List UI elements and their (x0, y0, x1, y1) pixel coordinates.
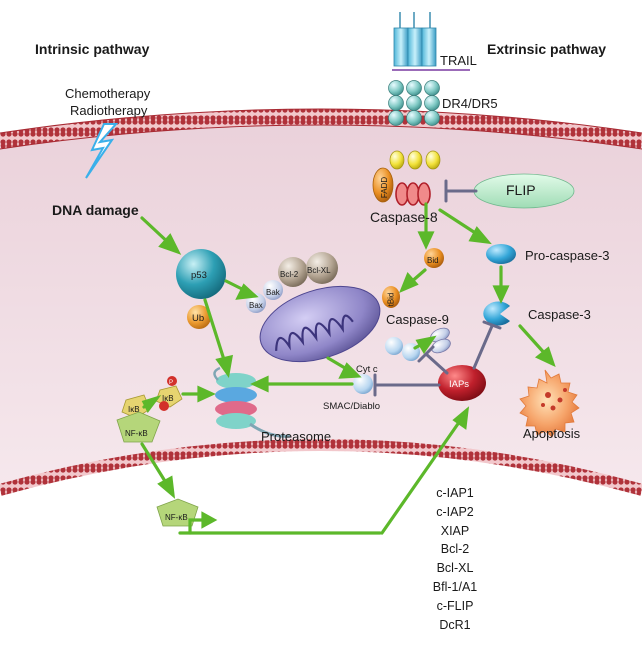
plasma-membrane (0, 109, 642, 149)
phospho-group (159, 401, 169, 411)
cyt-c-label: Cyt c (356, 364, 378, 375)
nucleus (0, 445, 642, 655)
phospho-label: P (169, 380, 174, 386)
apoptotic-cell (519, 369, 580, 438)
dna-damage-label: DNA damage (52, 202, 139, 218)
bid-label: Bid (427, 256, 439, 265)
pro-caspase-3-label: Pro-caspase-3 (525, 248, 610, 263)
extrinsic-pathway-label: Extrinsic pathway (487, 41, 607, 57)
target-gene: Bcl-2 (440, 542, 470, 557)
smac-diablo-label: SMAC/Diablo (323, 401, 381, 412)
target-gene: Bcl-XL (436, 561, 474, 576)
proteasome-label: Proteasome (261, 429, 332, 444)
radiation-lightning-icon (85, 123, 119, 179)
bid-protein (424, 248, 444, 268)
phospho-group (167, 376, 177, 386)
nfkb-label: NF-κB (125, 429, 148, 438)
bcl-xl-label: Bcl-XL (307, 266, 331, 275)
target-gene: c-IAP1 (436, 486, 474, 500)
tbid-protein (382, 286, 400, 308)
tbid-label: tBid (386, 292, 396, 307)
plasma-membrane-inner-line (0, 124, 642, 150)
target-gene: c-IAP2 (436, 504, 474, 519)
caspase-8-label: Caspase-8 (370, 209, 438, 225)
fadd-label: FADD (380, 176, 390, 199)
iaps-label: IAPs (449, 379, 470, 390)
bcl-xl-protein (306, 252, 338, 284)
chemotherapy-label: Chemotherapy (65, 86, 151, 101)
pro-caspase-3 (486, 244, 516, 264)
caspase-9-complex (430, 327, 451, 354)
dr4-dr5-label: DR4/DR5 (442, 96, 498, 111)
trail-ligand (392, 12, 470, 71)
plasma-membrane-outer-line (0, 108, 642, 134)
bcl-2-protein (278, 257, 308, 287)
nfkb-nuclear (156, 498, 199, 527)
ubiquitin (187, 305, 211, 329)
ikb-label: IκB (128, 405, 140, 414)
apoptosis-label: Apoptosis (523, 426, 581, 441)
nuclear-membrane (0, 439, 642, 496)
nfkb-protein (116, 411, 161, 443)
smac-diablo (353, 374, 373, 394)
iaps-protein (438, 365, 486, 401)
fadd-protein (372, 167, 394, 203)
mitochondrion (259, 285, 381, 363)
bak-protein (263, 280, 283, 300)
flip-label: FLIP (506, 182, 536, 198)
trail-label: TRAIL (440, 53, 477, 68)
inhibition-arrows (373, 179, 502, 397)
intrinsic-pathway-label: Intrinsic pathway (35, 41, 150, 57)
caspase-9-label: Caspase-9 (386, 312, 449, 327)
radiotherapy-label: Radiotherapy (70, 103, 148, 118)
death-domains (389, 150, 441, 170)
target-gene: DcR1 (439, 617, 471, 632)
p53-protein (176, 249, 226, 299)
caspase-3-label: Caspase-3 (528, 307, 591, 322)
target-gene: XIAP (440, 523, 470, 538)
target-gene: c-FLIP (436, 598, 474, 613)
caspase-8-cluster (395, 182, 431, 206)
caspase-3 (483, 301, 510, 326)
ikb-phospho-label: IκB (162, 394, 174, 403)
bak-label: Bak (266, 288, 280, 297)
proteasome (213, 366, 291, 438)
bax-label: Bax (249, 301, 263, 310)
activation-arrows (140, 202, 556, 535)
ub-label: Ub (192, 313, 205, 324)
p53-label: p53 (191, 270, 207, 281)
nfkb-nuclear-label: NF-κB (165, 513, 188, 522)
bcl-2-label: Bcl-2 (280, 270, 299, 279)
apoptotic-bodies (541, 388, 567, 411)
cytochrome-c (385, 337, 403, 355)
dr4-dr5-receptor (388, 80, 440, 126)
target-gene: Bfl-1/A1 (432, 580, 478, 594)
